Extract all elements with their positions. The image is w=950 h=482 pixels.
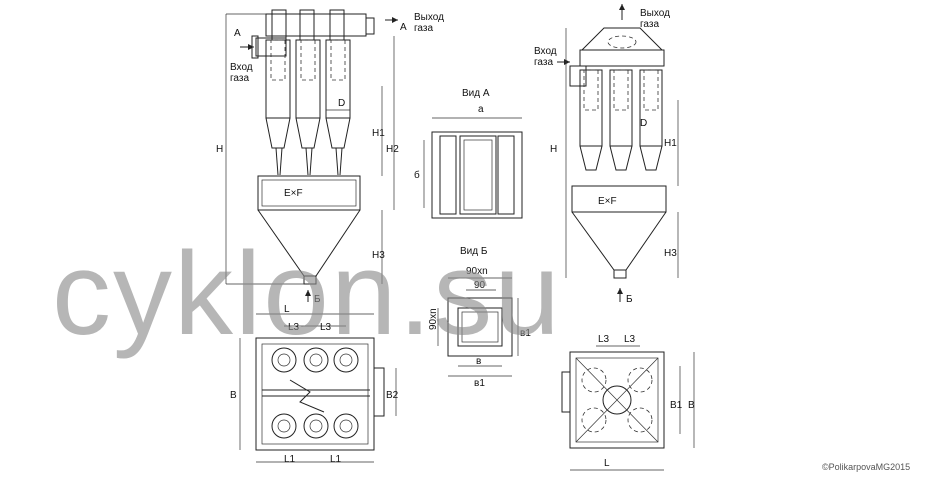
dim-h-left: H	[216, 144, 223, 155]
arrow-b-left: Б	[314, 294, 321, 305]
dim-b-rightplan: B	[688, 400, 695, 411]
dim-90xn-top: 90xn	[466, 266, 488, 277]
view-b-title: Вид Б	[460, 246, 488, 257]
dim-l3b-rightplan: L3	[624, 334, 636, 345]
dim-v1-side: в1	[520, 328, 531, 339]
dim-l1a-leftplan: L1	[284, 454, 296, 465]
arrow-a-right: A	[400, 22, 407, 33]
dim-b2-leftplan: B2	[386, 390, 399, 401]
view-a-title: Вид А	[462, 88, 490, 99]
dim-l3a-leftplan: L3	[288, 322, 300, 333]
dim-h1-right: H1	[664, 138, 677, 149]
dim-h-right: H	[550, 144, 557, 155]
dim-d-right: D	[640, 118, 647, 129]
dim-l3a-rightplan: L3	[598, 334, 610, 345]
arrow-a-left: A	[234, 28, 241, 39]
dim-b-viewa: б	[414, 169, 420, 181]
dim-exf-left: E×F	[284, 188, 303, 199]
right-plan	[561, 345, 695, 471]
dim-h3-right: H3	[664, 248, 677, 259]
dim-b-leftplan: B	[230, 390, 237, 401]
dim-l-rightplan: L	[604, 458, 610, 469]
dim-h2-left: H2	[386, 144, 399, 155]
dim-90: 90	[474, 280, 486, 291]
dim-exf-right: E×F	[598, 196, 617, 207]
dim-h1-left: H1	[372, 128, 385, 139]
copyright-text: ©PolikarpovaMG2015	[822, 462, 910, 472]
view-a	[423, 117, 523, 219]
view-b	[437, 277, 519, 377]
dim-v-bottom: в	[476, 356, 481, 367]
dim-a: a	[478, 104, 484, 115]
dim-d-left: D	[338, 98, 345, 109]
watermark-text: cyklon.su	[52, 228, 562, 360]
right-elevation	[557, 4, 679, 302]
dim-v1-bottom: в1	[474, 378, 485, 389]
dim-b1-rightplan: B1	[670, 400, 683, 411]
left-plan	[239, 313, 397, 463]
dim-l-leftplan: L	[284, 304, 290, 315]
left-elevation	[225, 9, 398, 302]
dim-h3-left: H3	[372, 250, 385, 261]
dim-l1b-leftplan: L1	[330, 454, 342, 465]
dim-90xn-side: 90xn	[428, 308, 439, 330]
dim-l3b-leftplan: L3	[320, 322, 332, 333]
arrow-b-right: Б	[626, 294, 633, 305]
